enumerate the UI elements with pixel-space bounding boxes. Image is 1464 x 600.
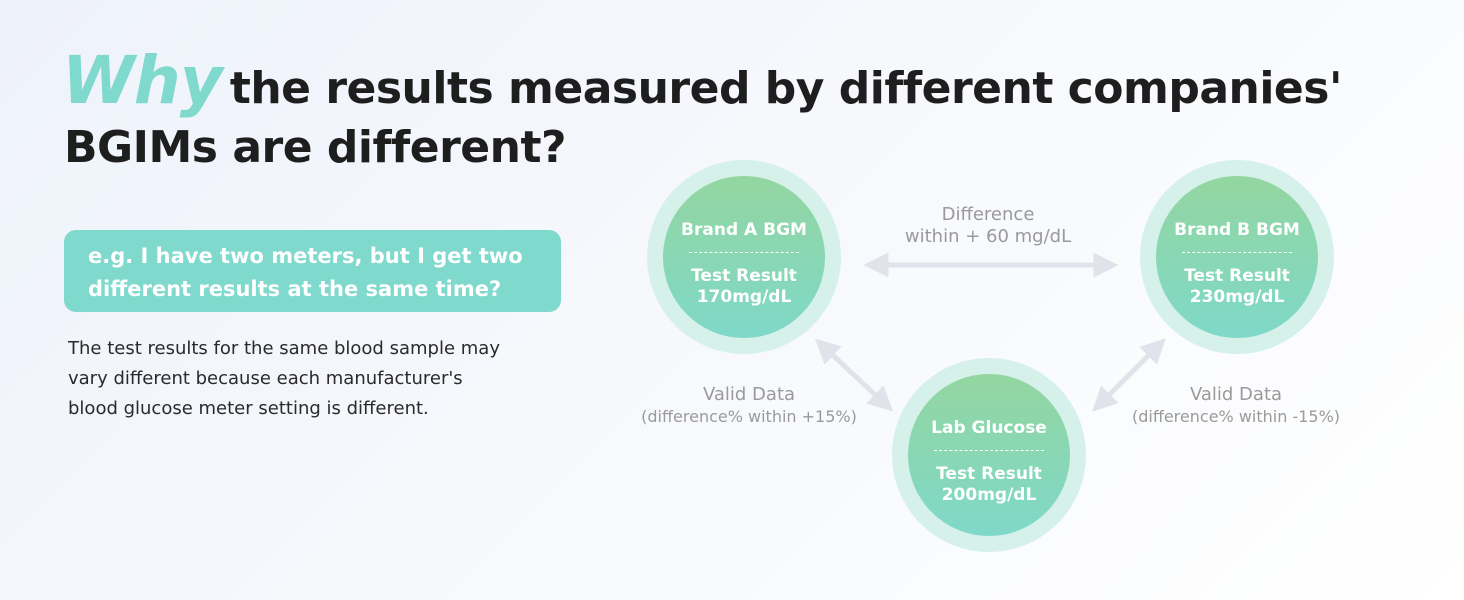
lab-glucose-result-value: 200mg/dL — [941, 485, 1037, 505]
difference-note-line-1: Difference — [941, 204, 1035, 225]
callout-line-1: e.g. I have two meters, but I get two — [88, 244, 523, 268]
lab-glucose-circle-inner: Lab Glucose Test Result 200mg/dL — [908, 374, 1070, 536]
valid-data-note-right: Valid Data (difference% within -15%) — [1121, 384, 1351, 428]
explanation-line-2: vary different because each manufacturer… — [68, 368, 463, 389]
headline-line-2: BGIMs are different? — [64, 122, 567, 173]
brand-b-divider — [1182, 252, 1292, 253]
lab-glucose-circle: Lab Glucose Test Result 200mg/dL — [892, 358, 1086, 552]
headline-line-1-text: the results measured by different compan… — [229, 63, 1343, 114]
valid-data-left-line-2: (difference% within +15%) — [641, 407, 857, 426]
brand-b-result-label: Test Result — [1184, 266, 1290, 286]
brand-a-circle-inner: Brand A BGM Test Result 170mg/dL — [663, 176, 825, 338]
brand-a-name: Brand A BGM — [681, 220, 807, 240]
valid-data-right-line-2: (difference% within -15%) — [1131, 407, 1341, 426]
explanation-text: The test results for the same blood samp… — [68, 334, 568, 424]
arrow-brand-b-to-lab — [1092, 338, 1166, 412]
arrow-brand-a-to-lab — [814, 338, 894, 412]
headline-emphasis: Why — [62, 42, 223, 119]
explanation-line-1: The test results for the same blood samp… — [68, 338, 500, 359]
lab-glucose-divider — [934, 450, 1044, 451]
brand-a-result-label: Test Result — [691, 266, 797, 286]
lab-glucose-name: Lab Glucose — [931, 418, 1047, 438]
brand-a-divider — [689, 252, 799, 253]
brand-b-result-value: 230mg/dL — [1189, 287, 1285, 307]
brand-b-circle: Brand B BGM Test Result 230mg/dL — [1140, 160, 1334, 354]
valid-data-note-left: Valid Data (difference% within +15%) — [634, 384, 864, 428]
difference-note: Difference within + 60 mg/dL — [888, 204, 1088, 248]
brand-b-circle-inner: Brand B BGM Test Result 230mg/dL — [1156, 176, 1318, 338]
brand-a-result-value: 170mg/dL — [696, 287, 792, 307]
lab-glucose-result-label: Test Result — [936, 464, 1042, 484]
difference-note-line-2: within + 60 mg/dL — [904, 226, 1072, 247]
brand-a-circle: Brand A BGM Test Result 170mg/dL — [647, 160, 841, 354]
valid-data-left-line-1: Valid Data — [702, 384, 796, 405]
callout-line-2: different results at the same time? — [88, 277, 502, 301]
explanation-line-3: blood glucose meter setting is different… — [68, 398, 429, 419]
brand-b-name: Brand B BGM — [1174, 220, 1300, 240]
valid-data-right-line-1: Valid Data — [1189, 384, 1283, 405]
question-callout: e.g. I have two meters, but I get two di… — [64, 230, 561, 312]
